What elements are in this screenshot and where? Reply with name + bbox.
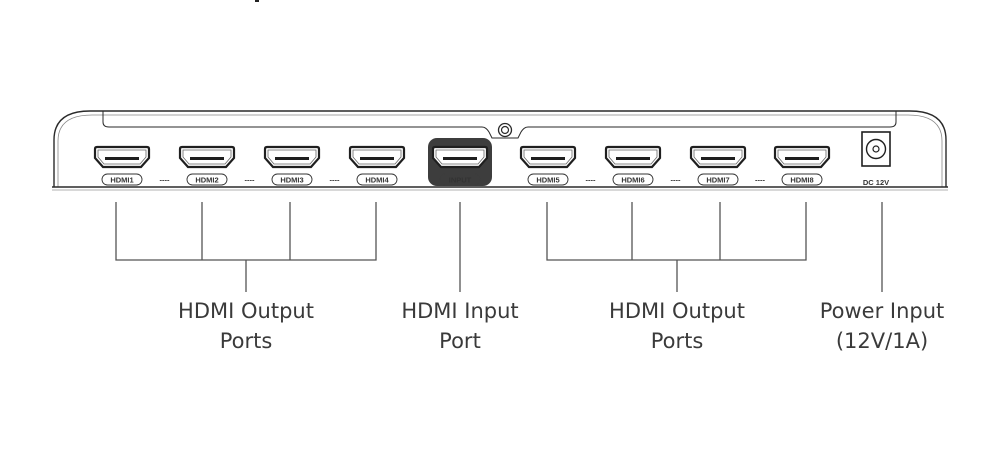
port-label: HDMI7 [706,176,729,185]
port-hdmi5[interactable]: HDMI5 [519,145,577,186]
port-hdmi6[interactable]: HDMI6 [604,145,662,186]
callout-input-line2: Port [439,329,481,353]
port-hdmi4[interactable]: HDMI4 [348,145,406,186]
port-label: HDMI5 [536,176,559,185]
callout-power-line2: (12V/1A) [836,329,928,353]
callout-outputs-left: HDMI Output Ports [178,299,314,353]
callout-input: HDMI Input Port [401,299,518,353]
callout-outputs-left-line1: HDMI Output [178,299,314,323]
port-separator: ---- [586,176,596,185]
port-label: HDMI4 [365,176,389,185]
callout-outputs-right: HDMI Output Ports [609,299,745,353]
callout-power-line1: Power Input [820,299,945,323]
port-label: HDMI2 [195,176,218,185]
port-separator: ---- [245,176,255,185]
callout-outputs-left-line2: Ports [220,329,273,353]
callout-outputs-right-line2: Ports [651,329,704,353]
port-label: HDMI6 [621,176,644,185]
port-hdmi7[interactable]: HDMI7 [689,145,747,186]
port-separator: ---- [160,176,170,185]
port-label: INPUT [449,176,472,185]
port-label-pill [781,173,823,186]
port-label-pill [271,173,313,186]
port-separator: ---- [671,176,681,185]
port-separator: ---- [330,176,340,185]
top-lip [102,111,897,139]
device-body [52,110,948,191]
port-hdmi8[interactable]: HDMI8 [773,145,831,186]
port-separator: ---- [755,176,765,185]
port-input[interactable]: INPUT [428,138,492,186]
port-label-pill [186,173,228,186]
screw-icon [497,122,513,138]
callout-input-line1: HDMI Input [401,299,518,323]
port-label-pill [101,173,143,186]
port-label: HDMI8 [790,176,813,185]
cropped-title-fragment [255,0,259,2]
port-label: HDMI3 [280,176,303,185]
port-hdmi3[interactable]: HDMI3 [263,145,321,186]
port-label-pill [439,173,481,186]
port-label: HDMI1 [110,176,133,185]
dc-power-jack[interactable] [861,131,891,167]
callout-power: Power Input (12V/1A) [820,299,945,353]
leader-outputs-left [115,202,377,292]
port-hdmi1[interactable]: HDMI1 [93,145,151,186]
port-label-pill [527,173,569,186]
port-label-pill [697,173,739,186]
port-hdmi2[interactable]: HDMI2 [178,145,236,186]
callout-outputs-right-line1: HDMI Output [609,299,745,323]
port-label-pill [356,173,398,186]
dc-label: DC 12V [863,178,889,187]
leader-outputs-right [546,202,807,292]
port-label-pill [612,173,654,186]
leader-lines [115,202,883,292]
